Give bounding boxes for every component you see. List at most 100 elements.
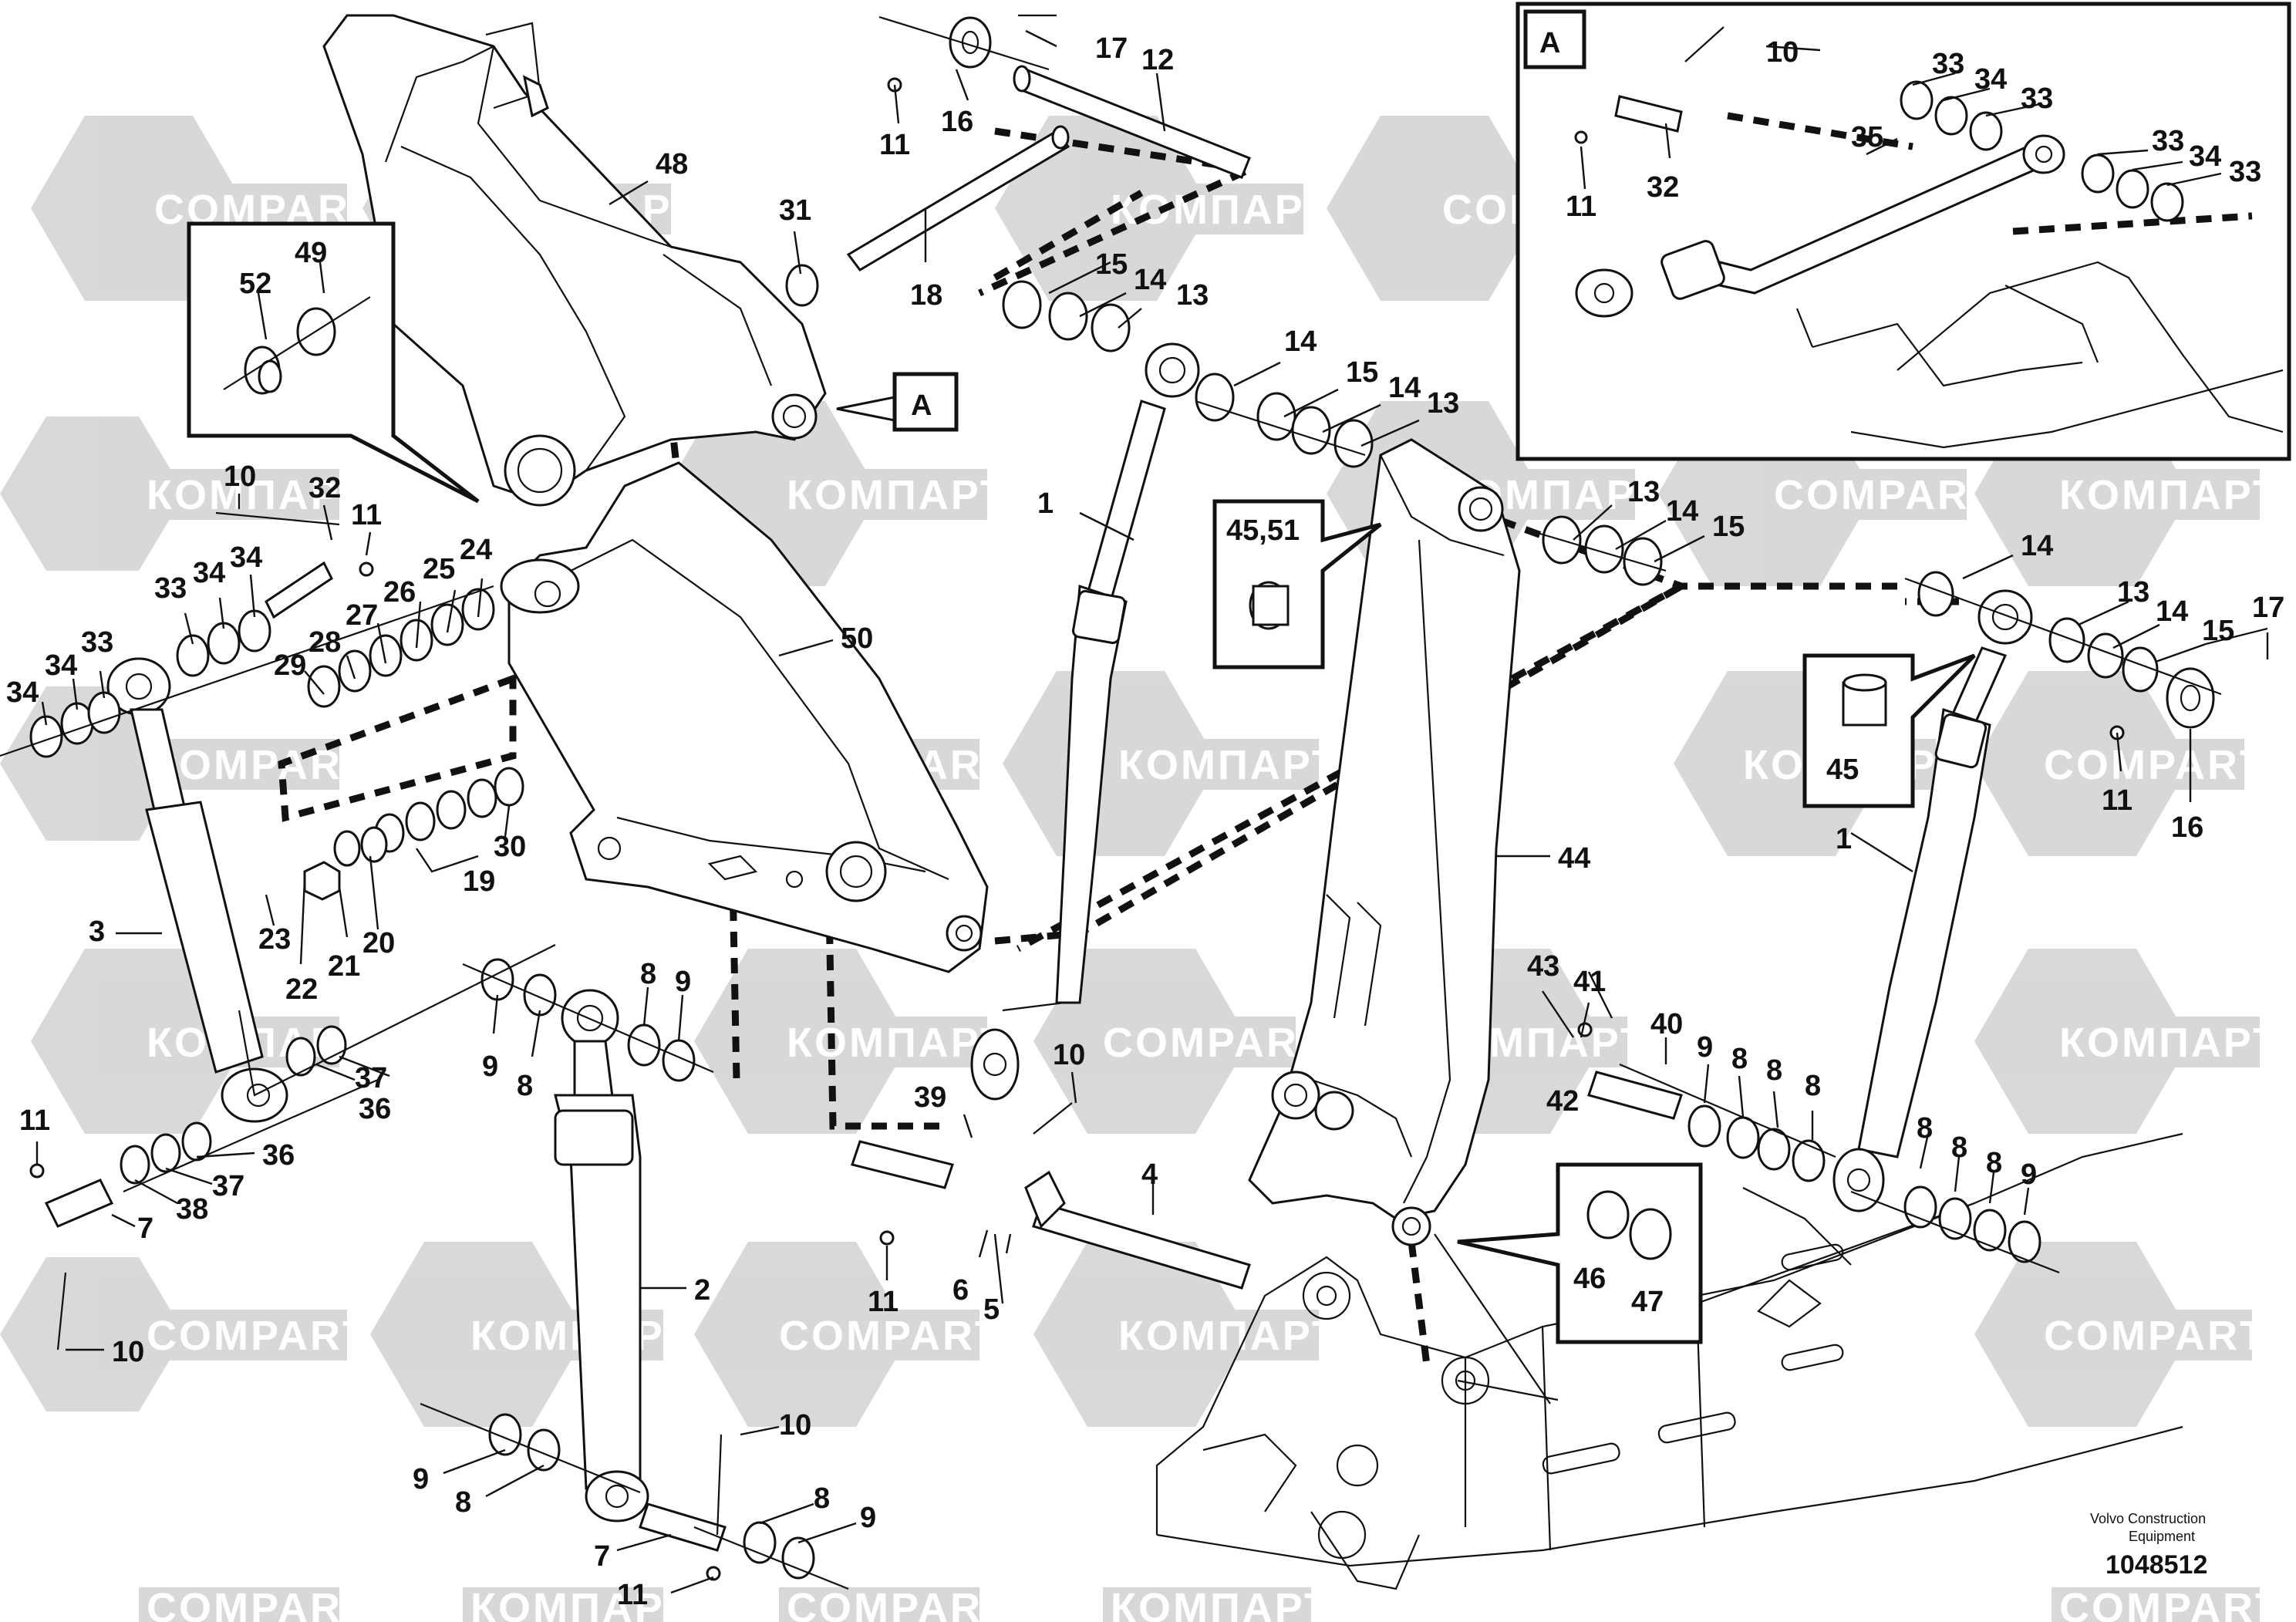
callout-27: 27: [346, 599, 378, 632]
part-2-cylinder-bottom: [554, 989, 649, 1523]
callout-33: 33: [1932, 48, 1964, 80]
watermark-tile: COMPART: [694, 1242, 1000, 1427]
callout-8: 8: [1917, 1112, 1933, 1145]
callout-21: 21: [328, 950, 360, 983]
callout-47: 47: [1631, 1286, 1664, 1318]
callout-39: 39: [914, 1081, 946, 1114]
inset-view-a: A: [1515, 2, 2291, 461]
callout-10: 10: [224, 460, 256, 493]
callout-11: 11: [2102, 784, 2132, 817]
callout-34: 34: [1974, 63, 2007, 96]
callout-46: 46: [1573, 1263, 1606, 1295]
callout-3: 3: [89, 916, 105, 948]
svg-text:КОМПАРТ: КОМПАРТ: [147, 472, 368, 518]
callout-11: 11: [879, 129, 910, 161]
part-1-cylinder-middle: [970, 342, 1200, 1101]
watermark-tile: COMPART: [1974, 671, 2267, 856]
watermark-tile: COMPART: [779, 1585, 1010, 1622]
callout-18: 18: [910, 279, 942, 312]
callout-15: 15: [1095, 248, 1128, 281]
callout-9: 9: [482, 1050, 498, 1083]
svg-text:COMPART: COMPART: [2044, 742, 2267, 788]
callout-36: 36: [359, 1093, 391, 1125]
detail-box-49-52: [187, 221, 480, 504]
callout-31: 31: [779, 194, 811, 227]
callout-25: 25: [423, 553, 455, 585]
callout-13: 13: [1427, 387, 1459, 420]
svg-text:КОМПАРТ: КОМПАРТ: [2059, 1020, 2281, 1066]
callout-8: 8: [517, 1070, 533, 1102]
callout-14: 14: [2156, 595, 2188, 628]
callout-32: 32: [1647, 171, 1679, 204]
callout-1: 1: [1836, 823, 1852, 855]
callout-34: 34: [230, 541, 262, 574]
callout-26: 26: [383, 576, 416, 609]
svg-text:COMPART: COMPART: [2044, 1313, 2267, 1359]
inset-view-tag: A: [1539, 27, 1560, 59]
callout-7: 7: [137, 1212, 153, 1245]
svg-text:КОМПАРТ: КОМПАРТ: [1111, 187, 1332, 233]
callout-9: 9: [1697, 1031, 1713, 1064]
callout-40: 40: [1650, 1008, 1683, 1040]
callout-37: 37: [355, 1062, 387, 1094]
callout-8: 8: [1805, 1070, 1821, 1102]
callout-11: 11: [617, 1579, 648, 1611]
callout-4: 4: [1141, 1158, 1158, 1191]
svg-text:COMPART: COMPART: [147, 1313, 370, 1359]
callout-44: 44: [1558, 842, 1590, 875]
callout-14: 14: [2021, 530, 2053, 562]
part-44-long-arm: [1248, 438, 1521, 1246]
callout-17: 17: [2252, 592, 2284, 624]
callout-7: 7: [594, 1540, 610, 1573]
callout-45-51: 45,51: [1226, 514, 1300, 547]
callout-37: 37: [212, 1170, 244, 1202]
callout-9: 9: [860, 1502, 876, 1534]
view-a-tag: A: [911, 389, 932, 422]
callout-10: 10: [1053, 1039, 1085, 1071]
callout-33: 33: [2152, 125, 2184, 157]
callout-2: 2: [694, 1274, 710, 1307]
svg-text:COMPART: COMPART: [1103, 1020, 1327, 1066]
callout-49: 49: [295, 237, 327, 269]
callout-8: 8: [1766, 1054, 1782, 1087]
callout-34: 34: [45, 649, 77, 682]
callout-28: 28: [308, 626, 341, 659]
callout-52: 52: [239, 268, 271, 300]
callout-33: 33: [81, 626, 113, 659]
detail-box-45: [1802, 653, 1976, 808]
callout-8: 8: [455, 1486, 471, 1519]
callout-20: 20: [362, 927, 395, 959]
base-frame-outline: [1155, 1132, 2183, 1590]
callout-11: 11: [19, 1104, 50, 1137]
callout-34: 34: [6, 676, 39, 709]
callout-22: 22: [285, 973, 318, 1006]
callout-16: 16: [941, 106, 973, 138]
callout-42: 42: [1546, 1085, 1579, 1118]
callout-10: 10: [112, 1336, 144, 1368]
manufacturer-footer: Volvo Construction Equipment 1048512: [2090, 1511, 2207, 1580]
part-1-cylinder-right: [1832, 589, 2033, 1212]
callout-8: 8: [1731, 1043, 1748, 1075]
washers: [29, 16, 2215, 1581]
callout-35: 35: [1851, 121, 1883, 153]
callout-8: 8: [814, 1482, 830, 1515]
callout-6: 6: [952, 1274, 969, 1307]
callout-9: 9: [413, 1463, 429, 1496]
callout-14: 14: [1284, 325, 1317, 358]
detail-box-45-51: [1212, 499, 1382, 669]
manufacturer-name-line2: Equipment: [2129, 1529, 2195, 1544]
callout-10: 10: [1766, 36, 1799, 69]
callout-12: 12: [1141, 44, 1174, 76]
callout-10: 10: [779, 1409, 811, 1442]
svg-text:COMPART: COMPART: [787, 1585, 1010, 1622]
watermark-tile: COMPART: [0, 1257, 370, 1411]
watermark-tile: COMPART: [1033, 949, 1327, 1134]
callout-16: 16: [2171, 811, 2203, 844]
callout-33: 33: [154, 572, 187, 605]
svg-text:КОМПАРТ: КОМПАРТ: [1111, 1585, 1332, 1622]
callout-38: 38: [176, 1193, 208, 1226]
watermark-tile: КОМПАРТ: [694, 949, 1006, 1134]
callout-34: 34: [2189, 140, 2221, 173]
callout-13: 13: [1627, 476, 1660, 508]
callout-45: 45: [1826, 754, 1859, 786]
